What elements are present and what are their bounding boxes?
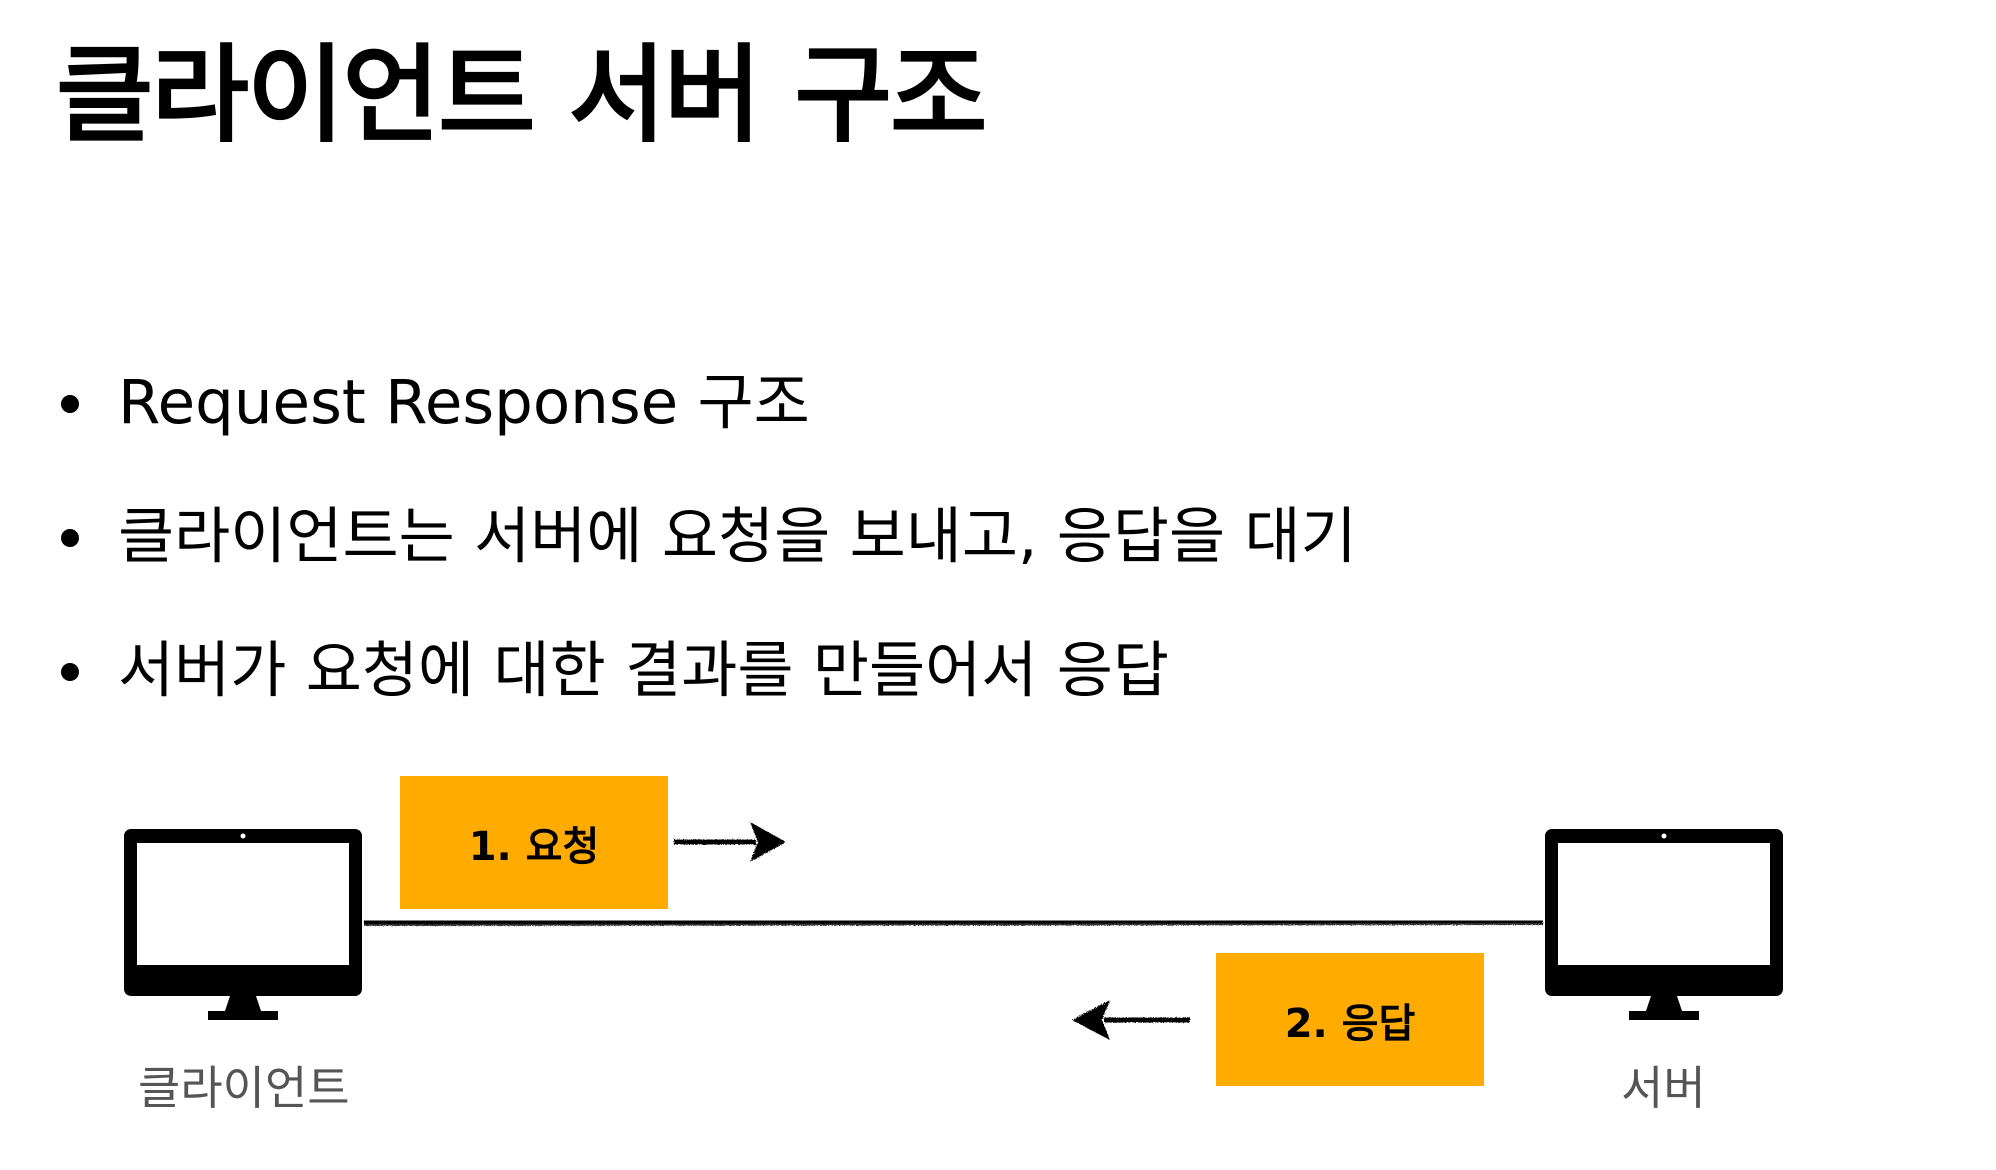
request-label: 1. 요청	[468, 823, 600, 870]
arrow-left-icon	[1072, 1000, 1190, 1040]
client-monitor-icon	[124, 829, 362, 1020]
bullet-dot-icon	[61, 395, 79, 413]
connection-line	[363, 919, 1544, 926]
response-label: 2. 응답	[1284, 1000, 1416, 1047]
bullet-list: Request Response 구조 클라이언트는 서버에 요청을 보내고, …	[56, 358, 1357, 760]
bullet-dot-icon	[61, 663, 79, 681]
server-label: 서버	[1621, 1061, 1706, 1115]
request-box: 1. 요청	[400, 776, 668, 909]
bullet-text: 클라이언트는 서버에 요청을 보내고, 응답을 대기	[118, 501, 1357, 572]
arrow-right-icon	[674, 822, 786, 862]
slide-title: 클라이언트 서버 구조	[56, 34, 987, 157]
bullet-text: Request Response 구조	[118, 367, 810, 438]
bullet-item: 클라이언트는 서버에 요청을 보내고, 응답을 대기	[56, 492, 1357, 626]
bullet-text: 서버가 요청에 대한 결과를 만들어서 응답	[118, 635, 1169, 706]
server-monitor-icon	[1545, 829, 1783, 1020]
bullet-dot-icon	[61, 529, 79, 547]
bullet-item: Request Response 구조	[56, 358, 1357, 492]
client-label: 클라이언트	[138, 1061, 350, 1115]
bullet-item: 서버가 요청에 대한 결과를 만들어서 응답	[56, 626, 1357, 760]
response-box: 2. 응답	[1216, 953, 1484, 1086]
